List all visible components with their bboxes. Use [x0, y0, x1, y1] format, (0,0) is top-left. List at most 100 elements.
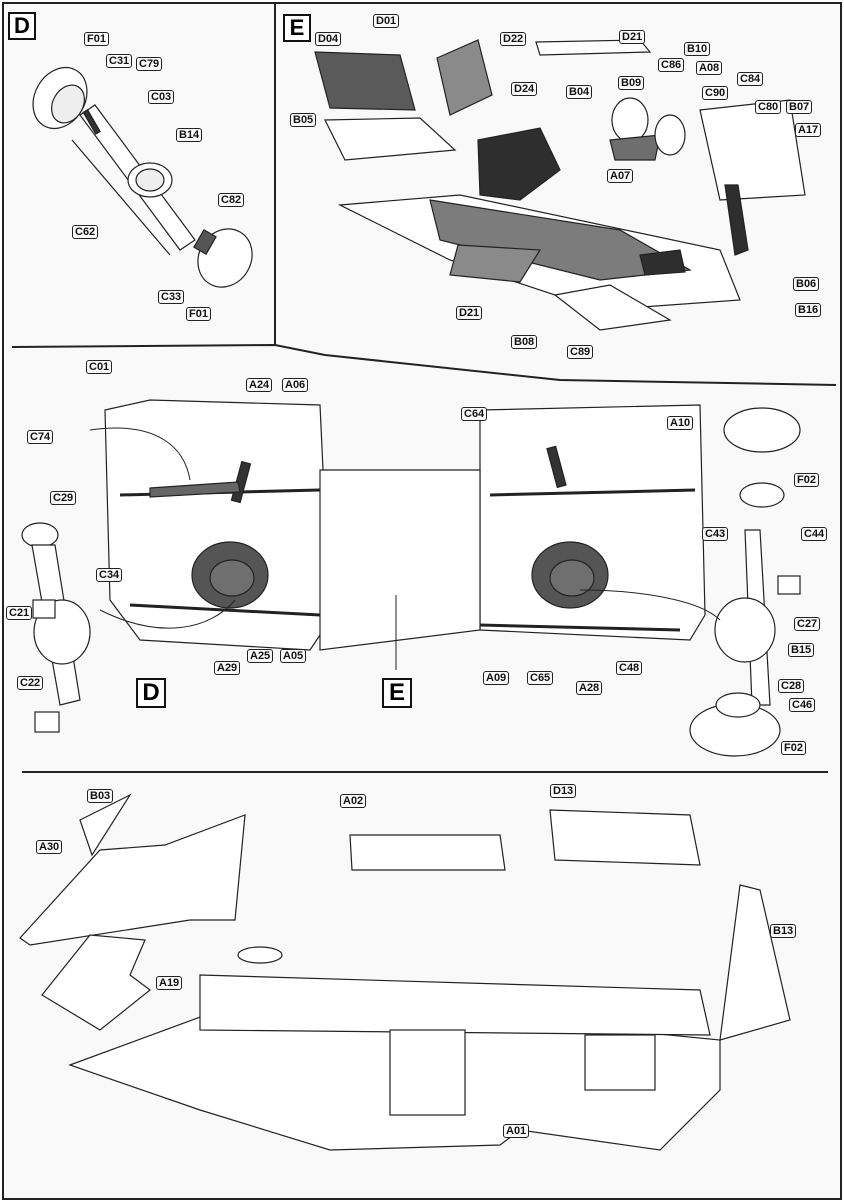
part-c21: [32, 599, 56, 619]
wheel-f01-bottom: [197, 228, 253, 288]
chassis-drawing: [21, 399, 801, 757]
part-label: D13: [550, 784, 577, 798]
part-label: C03: [148, 90, 175, 104]
ref-marker-d: D: [136, 678, 166, 708]
hatch-a01: [584, 1034, 656, 1091]
part-c22: [34, 711, 60, 733]
part-a07: [609, 134, 661, 161]
part-label: C79: [136, 57, 163, 71]
part-label: C29: [50, 491, 77, 505]
part-c44: [739, 482, 785, 508]
part-b10: [654, 114, 686, 156]
ref-marker-e: E: [382, 678, 412, 708]
part-c46: [715, 692, 761, 718]
part-label: C80: [755, 100, 782, 114]
part-label: B08: [511, 335, 538, 349]
part-label: C44: [801, 527, 828, 541]
part-label: C65: [527, 671, 554, 685]
rail-a09: [479, 623, 681, 632]
part-label: C28: [778, 679, 805, 693]
part-label: A02: [340, 794, 367, 808]
part-label: B04: [566, 85, 593, 99]
step-d-drawing: [32, 66, 253, 288]
part-label: D01: [373, 14, 400, 28]
step-e-drawing: [314, 39, 806, 331]
part-label: F01: [186, 307, 211, 321]
part-label: D22: [500, 32, 527, 46]
part-b03: [79, 793, 132, 857]
part-d24: [477, 127, 561, 201]
part-d21-floor: [449, 244, 542, 283]
part-b05: [324, 117, 457, 161]
part-label: C33: [158, 290, 185, 304]
part-label: F02: [794, 473, 819, 487]
part-label: F01: [84, 32, 109, 46]
part-label: F02: [781, 741, 806, 755]
part-label: C84: [737, 72, 764, 86]
part-label: C43: [702, 527, 729, 541]
part-b07: [699, 99, 806, 201]
part-label: B10: [684, 42, 711, 56]
part-label: A08: [696, 61, 723, 75]
part-label: A06: [282, 378, 309, 392]
part-a19: [41, 934, 151, 1031]
part-label: C21: [6, 606, 33, 620]
part-label: B03: [87, 789, 114, 803]
front-axle-top: [21, 522, 59, 548]
chassis-middle: [319, 469, 481, 651]
part-label: A29: [214, 661, 241, 675]
part-b15: [714, 597, 776, 663]
chassis-rear: [479, 404, 706, 641]
part-a30: [19, 814, 246, 946]
part-label: C89: [567, 345, 594, 359]
part-label: C62: [72, 225, 99, 239]
steering-wheel: [237, 946, 283, 964]
part-label: C74: [27, 430, 54, 444]
part-label: A25: [247, 649, 274, 663]
part-label: C82: [218, 193, 245, 207]
part-label: D21: [619, 30, 646, 44]
part-label: A09: [483, 671, 510, 685]
part-label: B14: [176, 128, 203, 142]
door-a01: [389, 1029, 466, 1116]
part-label: B09: [618, 76, 645, 90]
part-b13: [719, 884, 791, 1041]
part-d04: [314, 51, 416, 111]
part-b08: [553, 284, 672, 331]
part-label: C86: [658, 58, 685, 72]
step-marker-d: D: [8, 12, 36, 40]
part-label: A10: [667, 416, 694, 430]
part-label: C48: [616, 661, 643, 675]
part-d22: [436, 39, 493, 116]
part-label: A30: [36, 840, 63, 854]
part-a17: [724, 184, 749, 256]
part-label: B07: [786, 100, 813, 114]
part-c89: [639, 249, 686, 276]
part-label: A01: [503, 1124, 530, 1138]
part-label: B13: [770, 924, 797, 938]
part-label: A17: [795, 123, 822, 137]
part-label: C22: [17, 676, 44, 690]
part-label: D24: [511, 82, 538, 96]
wheel-f02-top: [723, 407, 801, 453]
part-d13: [549, 809, 701, 866]
part-label: D04: [315, 32, 342, 46]
part-label: C46: [789, 698, 816, 712]
part-a02: [349, 834, 506, 871]
part-c64: [546, 445, 567, 489]
part-label: A07: [607, 169, 634, 183]
part-label: A05: [280, 649, 307, 663]
part-label: B06: [793, 277, 820, 291]
part-label: C01: [86, 360, 113, 374]
hull-drawing: [19, 793, 791, 1151]
part-label: C27: [794, 617, 821, 631]
divider-top: [11, 343, 837, 386]
rail-a10: [489, 488, 696, 497]
part-label: A24: [246, 378, 273, 392]
part-label: C34: [96, 568, 123, 582]
step-marker-e: E: [283, 14, 311, 42]
part-label: B16: [795, 303, 822, 317]
part-label: C64: [461, 407, 488, 421]
part-label: B05: [290, 113, 317, 127]
